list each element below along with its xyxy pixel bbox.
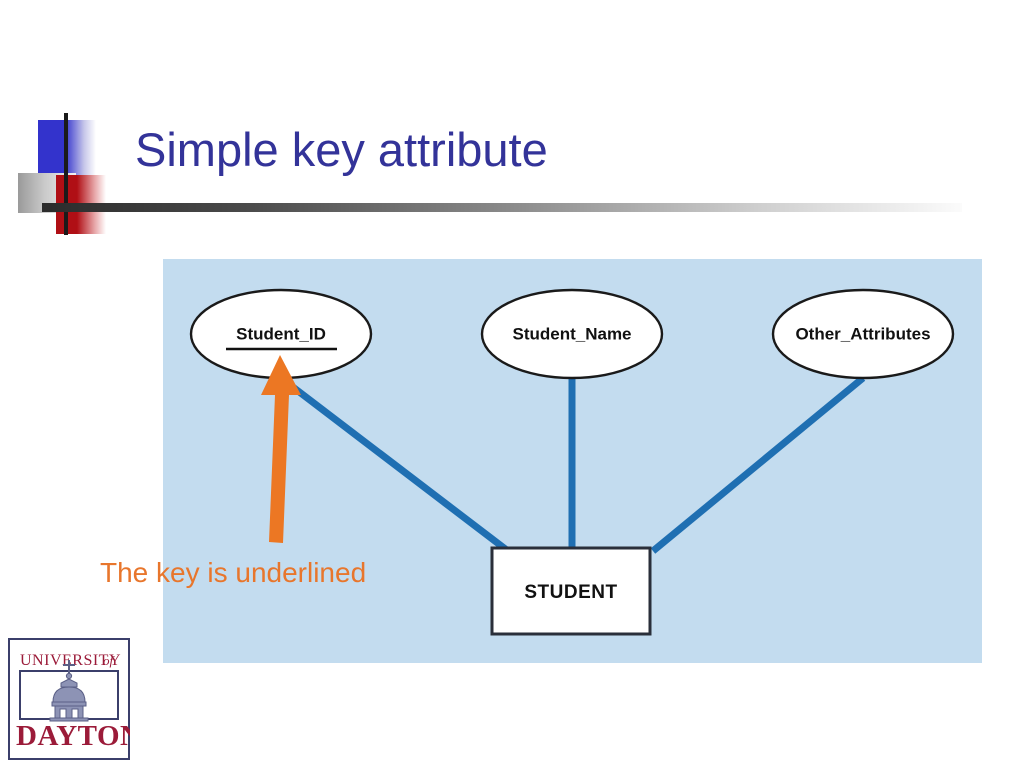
rect-student	[490, 546, 652, 636]
connector-other-attributes-to-student	[650, 375, 866, 554]
attribute-node-student-name[interactable]: Student_Name	[480, 288, 664, 380]
er-diagram-canvas: Student_ID Student_Name Other_Attributes…	[189, 288, 955, 636]
attribute-label-student-id: Student_ID	[236, 324, 326, 343]
logo-text-dayton: DAYTON	[16, 720, 130, 752]
entity-label-student: STUDENT	[524, 582, 617, 603]
attribute-node-other-attributes[interactable]: Other_Attributes	[771, 288, 955, 380]
university-of-dayton-logo: UNIVERSITY of DAYTON	[8, 638, 130, 760]
connector-lines	[278, 375, 866, 554]
logo-text-of: of	[103, 653, 116, 668]
title-decoration	[18, 113, 148, 235]
title-horizontal-rule	[42, 203, 962, 212]
annotation-arrow-icon	[261, 355, 301, 543]
attribute-label-student-name: Student_Name	[512, 324, 631, 343]
attribute-node-student-id[interactable]: Student_ID	[189, 288, 373, 380]
logo-chapel-dome-icon	[49, 660, 89, 722]
annotation-text: The key is underlined	[100, 557, 367, 588]
ellipse-student-name	[480, 288, 664, 380]
slide-title-area: Simple key attribute	[0, 0, 1024, 235]
connector-student-id-to-student	[278, 375, 511, 554]
decoration-vertical-bar	[64, 113, 68, 235]
ellipse-other-attributes	[771, 288, 955, 380]
logo-text-university: UNIVERSITY	[20, 652, 121, 669]
er-diagram-panel: Student_ID Student_Name Other_Attributes…	[163, 259, 982, 663]
attribute-label-other-attributes: Other_Attributes	[795, 324, 930, 343]
entity-node-student[interactable]: STUDENT	[490, 546, 652, 636]
page-title: Simple key attribute	[135, 123, 548, 176]
